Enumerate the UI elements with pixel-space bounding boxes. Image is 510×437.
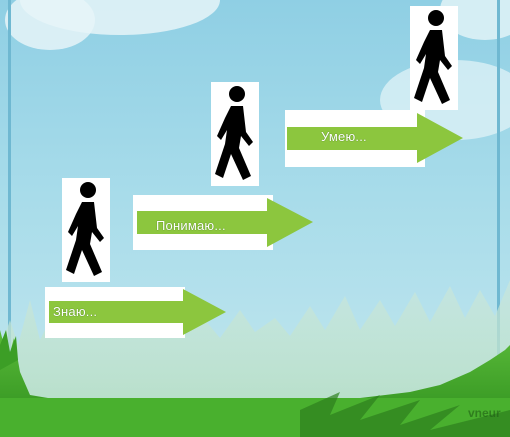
step-label-1: Знаю... — [53, 304, 98, 319]
walking-person-icon — [62, 178, 110, 282]
step-label-3: Умею... — [321, 129, 367, 144]
arrow-right-icon — [287, 113, 463, 163]
cloud — [5, 0, 95, 50]
walking-person-icon — [211, 82, 259, 186]
watermark-text: vneur — [468, 406, 501, 420]
arrow-right-icon — [49, 289, 226, 335]
arrow-right-icon — [137, 198, 313, 247]
walking-person-icon — [410, 6, 458, 110]
step-label-2: Понимаю... — [156, 218, 226, 233]
